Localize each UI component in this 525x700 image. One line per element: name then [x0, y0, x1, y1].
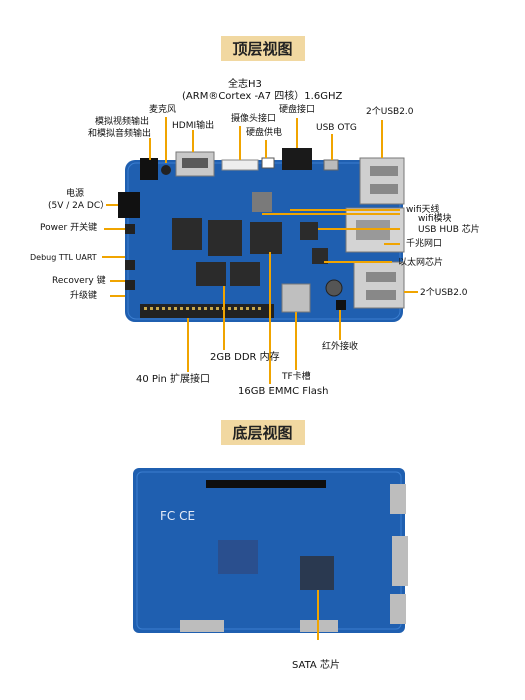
label-usb2-bottom: 2个USB2.0 — [420, 288, 468, 298]
label-soc-name: 全志H3 — [228, 79, 262, 90]
annotation-lines — [102, 117, 418, 384]
camera-connector — [221, 159, 259, 171]
label-power-2: (5V / 2A DC） — [48, 201, 110, 211]
label-upgrade: 升级键 — [70, 291, 98, 301]
label-mic: 麦克风 — [149, 105, 177, 115]
ethernet-chip — [312, 248, 328, 264]
label-soc-detail: (ARM®Cortex -A7 四核）1.6GHZ — [182, 91, 343, 102]
ddr-chip — [172, 218, 202, 250]
wifi-module — [252, 192, 272, 212]
emmc-chip — [250, 222, 282, 254]
tf-slot — [281, 283, 311, 313]
gpio-header — [140, 304, 274, 318]
label-usb-hub: USB HUB 芯片 — [418, 225, 480, 235]
label-debug-uart: Debug TTL UART — [30, 253, 97, 262]
label-emmc: 16GB EMMC Flash — [238, 386, 329, 397]
label-power-1: 电源 — [66, 189, 85, 199]
usb-ports-bottom — [353, 261, 405, 309]
upgrade-button — [125, 280, 135, 290]
label-recovery: Recovery 键 — [52, 276, 106, 286]
label-eth-chip: 以太网芯片 — [398, 258, 444, 268]
label-sata-chip: SATA 芯片 — [292, 660, 340, 671]
power-jack — [118, 192, 140, 218]
sata-chip — [300, 556, 334, 590]
label-gigabit: 千兆网口 — [406, 239, 443, 249]
capacitor — [325, 279, 343, 297]
label-wifi-module: wifi模块 — [418, 214, 452, 224]
label-ddr: 2GB DDR 内存 — [210, 352, 280, 363]
label-usb-otg: USB OTG — [316, 123, 357, 133]
label-av-out-1: 模拟视频输出 — [95, 117, 150, 127]
label-gpio: 40 Pin 扩展接口 — [136, 374, 211, 385]
label-tf: TF卡槽 — [282, 372, 311, 382]
label-power-key: Power 开关键 — [40, 223, 98, 233]
top-view-title: 顶层视图 — [220, 36, 305, 61]
hdd-power-connector — [261, 157, 275, 169]
av-jack — [140, 158, 158, 180]
label-camera: 摄像头接口 — [231, 114, 277, 124]
microphone — [161, 165, 171, 175]
label-usb2-top: 2个USB2.0 — [366, 107, 414, 117]
bottom-view-title: 底层视图 — [220, 420, 305, 445]
usb-otg-port — [323, 159, 339, 171]
label-av-out-2: 和模拟音频输出 — [88, 129, 152, 139]
soc-chip — [208, 220, 242, 256]
label-hdd-power: 硬盘供电 — [246, 128, 283, 138]
recovery-button — [125, 260, 135, 270]
label-hdd-port: 硬盘接口 — [279, 105, 316, 115]
label-ir: 红外接收 — [322, 342, 359, 352]
sata-port — [282, 148, 312, 170]
usb-ports-top — [359, 157, 405, 205]
ir-receiver — [336, 300, 346, 310]
label-hdmi: HDMI输出 — [172, 121, 215, 131]
power-button — [125, 224, 135, 234]
label-wifi-antenna: wifi天线 — [406, 205, 440, 215]
bottom-board: FC CE — [133, 468, 408, 640]
fcc-ce-marks: FC CE — [160, 509, 195, 523]
top-board — [118, 148, 405, 322]
usb-hub-chip — [300, 222, 318, 240]
